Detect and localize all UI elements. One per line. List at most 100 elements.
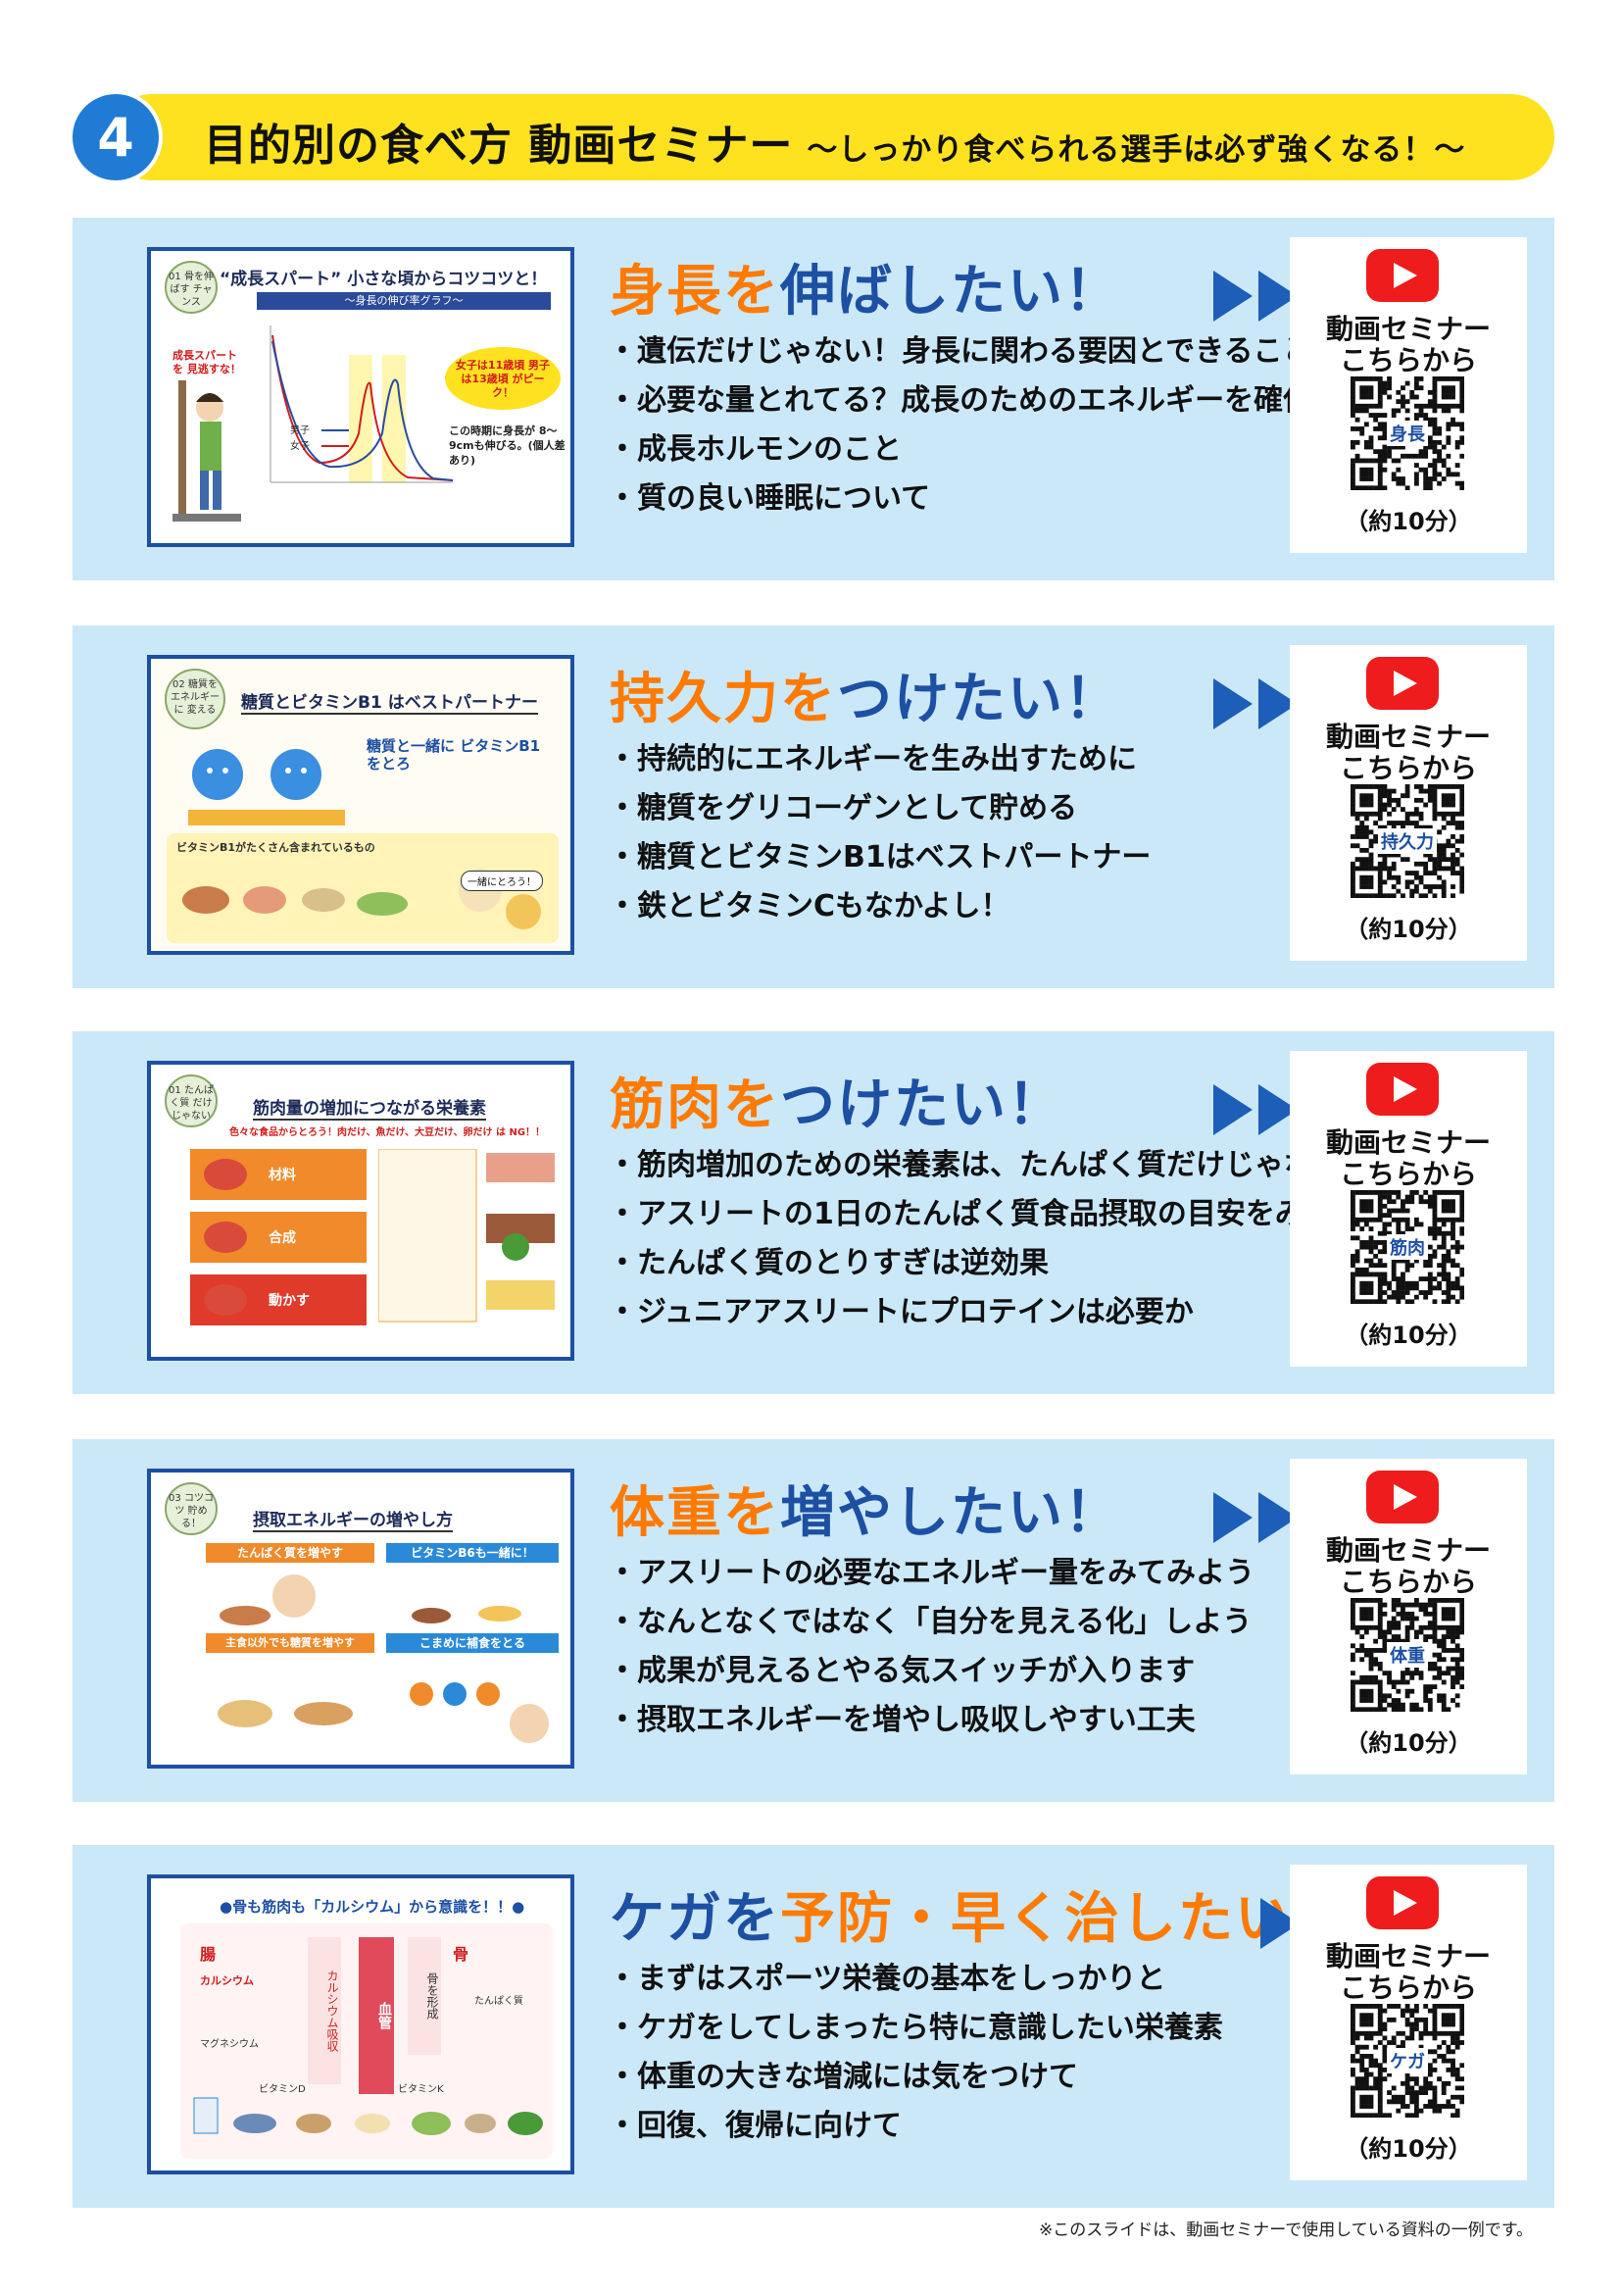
glucose-b1-characters-illustration [188,749,345,825]
slide-thumbnail-weight: 03 コツコツ 貯める！ 摂取エネルギーの増やし方 たんぱく質を増やす ビタミン… [147,1469,574,1769]
thumb-text-b1: 糖質と一緒に ビタミンB1をとろ [367,737,541,773]
section-heading: 身長を伸ばしたい！ [610,260,1121,324]
section-bullets: ・持続的にエネルギーを生み出すために ・糖質をグリコーゲンとして貯める ・糖質と… [608,735,1151,931]
thumb-item: たんぱく質 [474,1996,523,2007]
video-duration: （約10分） [1345,2135,1472,2163]
bullet-item: ・アスリートの必要なエネルギー量をみてみよう [608,1556,1254,1590]
thumb-col: 腸 [200,1945,217,1964]
calcium-foods-illustration [193,2097,543,2135]
qr-label: 筋肉 [1387,1234,1428,1260]
qr-code[interactable]: 身長 [1351,376,1465,491]
bullet-item: ・摂取エネルギーを増やし吸収しやすい工夫 [608,1703,1196,1737]
qr-card-endurance[interactable]: 動画セミナー こちらから 持久力 （約10分） [1290,645,1527,961]
video-duration: （約10分） [1345,508,1472,535]
section-muscle: 01 たんぱく質 だけじゃない 筋肉量の増加につながる栄養素 色々な食品からとろ… [73,1031,1554,1394]
thumb-box: 主食以外でも糖質を増やす [206,1633,374,1653]
slide-thumbnail-height: 01 骨を伸ばす チャンス “成長スパート” 小さな頃からコツコツと！ 〜身長の… [147,247,574,547]
thumb-text: 色々な食品からとろう！肉だけ、魚だけ、大豆だけ、卵だけ は NG！！ [229,1127,546,1138]
bullet-item: ・なんとなくではなく「自分を見える化」しよう [608,1605,1253,1639]
bullet-item: ・回復、復帰に向けて [608,2109,902,2143]
thumb-title: 糖質とビタミンB1 はベストパートナー [241,688,539,715]
muscle-icons [204,1159,247,1316]
bullet-item: ・アスリートの1日のたんぱく質食品摂取の目安をみてみよう [608,1197,1422,1231]
page-subtitle: 〜しっかり食べられる選手は必ず強くなる！〜 [807,132,1466,168]
growth-rate-graph: 男子 女子 [270,325,454,483]
thumb-title: 筋肉量の増加につながる栄養素 [253,1094,486,1121]
page-title-main: 目的別の食べ方 動画セミナー [204,121,794,171]
bullet-item: ・糖質をグリコーゲンとして貯める [608,791,1078,825]
qr-card-muscle[interactable]: 動画セミナー こちらから 筋肉 （約10分） [1290,1051,1527,1367]
qr-caption-video: 動画セミナー [1325,721,1491,753]
bullet-item: ・成長ホルモンのこと [608,432,902,467]
thumb-box: たんぱく質を増やす [206,1543,374,1563]
legend-female: 女子 [290,439,310,452]
youtube-play-icon [1366,657,1439,710]
thumb-title: ●骨も筋肉も「カルシウム」から意識を！！● [220,1898,525,1916]
page-header: 4 目的別の食べ方 動画セミナー〜しっかり食べられる選手は必ず強くなる！〜 [69,90,1554,184]
thumb-callout: 一緒にとろう！ [461,871,543,891]
thumb-badge: 03 コツコツ 貯める！ [165,1482,218,1535]
qr-caption-here: こちらから [1339,1566,1477,1598]
thumb-row-label: 合成 [269,1230,296,1246]
nutrient-foods-illustration [378,1149,555,1323]
section-bullets: ・アスリートの必要なエネルギー量をみてみよう ・なんとなくではなく「自分を見える… [608,1549,1254,1745]
thumb-col: 骨 [453,1945,469,1964]
video-duration: （約10分） [1345,916,1472,943]
video-duration: （約10分） [1345,1729,1472,1757]
youtube-play-icon [1366,1063,1439,1116]
qr-label: 体重 [1387,1642,1428,1668]
qr-card-injury[interactable]: 動画セミナー こちらから ケガ （約10分） [1290,1865,1527,2180]
qr-code[interactable]: 体重 [1351,1598,1465,1713]
bullet-item: ・質の良い睡眠について [608,481,931,516]
thumb-row-label: 動かす [269,1293,310,1309]
qr-card-height[interactable]: 動画セミナー こちらから 身長 （約10分） [1290,237,1527,553]
qr-code[interactable]: 筋肉 [1351,1190,1465,1305]
double-arrow-icon [1213,1084,1298,1135]
video-duration: （約10分） [1345,1322,1472,1349]
section-number-badge: 4 [69,90,163,184]
thumb-item: マグネシウム [200,2039,259,2050]
qr-card-weight[interactable]: 動画セミナー こちらから 体重 （約10分） [1290,1459,1527,1774]
qr-code-pattern [1351,2004,1465,2119]
double-arrow-icon [1213,678,1298,729]
qr-caption-video: 動画セミナー [1325,1940,1491,1972]
slide-thumbnail-injury: ●骨も筋肉も「カルシウム」から意識を！！● 腸 カルシウム吸収 血管 骨を形成 … [147,1874,574,2174]
thumb-callout-peak: 女子は11歳頃 男子は13歳頃 がピーク！ [445,347,561,410]
meal-foods-illustration [218,1574,549,1743]
qr-code[interactable]: ケガ [1351,2004,1465,2119]
section-bullets: ・遺伝だけじゃない！身長に関わる要因とできること ・必要な量とれてる？成長のため… [608,327,1401,524]
thumb-item: ビタミンD [259,2084,306,2095]
bullet-item: ・たんぱく質のとりすぎは逆効果 [608,1246,1049,1280]
section-heading: 体重を増やしたい！ [610,1481,1121,1545]
bullet-item: ・遺伝だけじゃない！身長に関わる要因とできること [608,334,1312,369]
thumb-box: ビタミンB6も一緒に！ [386,1543,559,1563]
section-heading: 筋肉をつけたい！ [610,1073,1064,1137]
section-weight: 03 コツコツ 貯める！ 摂取エネルギーの増やし方 たんぱく質を増やす ビタミン… [73,1439,1554,1802]
bullet-item: ・筋肉増加のための栄養素は、たんぱく質だけじゃない [608,1148,1343,1182]
qr-label: 持久力 [1378,828,1437,854]
thumb-title: “成長スパート” 小さな頃からコツコツと！ [220,270,548,289]
qr-label: 身長 [1387,421,1428,446]
slide-thumbnail-endurance: 02 糖質を エネルギーに 変える 糖質とビタミンB1 はベストパートナー 糖質… [147,655,574,955]
section-heading: 持久力をつけたい！ [610,668,1121,731]
bullet-item: ・まずはスポーツ栄養の基本をしっかりと [608,1962,1166,1996]
thumb-badge: 01 骨を伸ばす チャンス [165,261,218,314]
qr-caption-here: こちらから [1339,1972,1477,2004]
qr-label: ケガ [1387,2048,1428,2073]
thumb-text-foods: ビタミンB1がたくさん含まれているもの [176,841,375,854]
thumb-item: ビタミンK [398,2084,444,2095]
thumb-col: 血管 [359,1937,394,2094]
qr-code[interactable]: 持久力 [1351,784,1465,899]
section-bullets: ・筋肉増加のための栄養素は、たんぱく質だけじゃない ・アスリートの1日のたんぱく… [608,1141,1422,1337]
thumb-tag: 成長スパートを 見逃すな！ [172,349,241,375]
youtube-play-icon [1366,1876,1439,1929]
thumb-callout-growth: この時期に身長が 8〜9cmも伸びる。(個人差あり) [449,424,566,467]
qr-caption-video: 動画セミナー [1325,1534,1491,1567]
bullet-item: ・鉄とビタミンCもなかよし！ [608,889,1010,923]
child-measuring-illustration [172,380,241,522]
thumb-graph-title: 〜身長の伸び率グラフ〜 [257,292,551,310]
section-heading: ケガを予防・早く治したい！ [610,1887,1349,1951]
bullet-item: ・糖質とビタミンB1はベストパートナー [608,840,1152,874]
thumb-badge: 02 糖質を エネルギーに 変える [165,669,225,729]
page-title: 目的別の食べ方 動画セミナー〜しっかり食べられる選手は必ず強くなる！〜 [204,110,1465,173]
